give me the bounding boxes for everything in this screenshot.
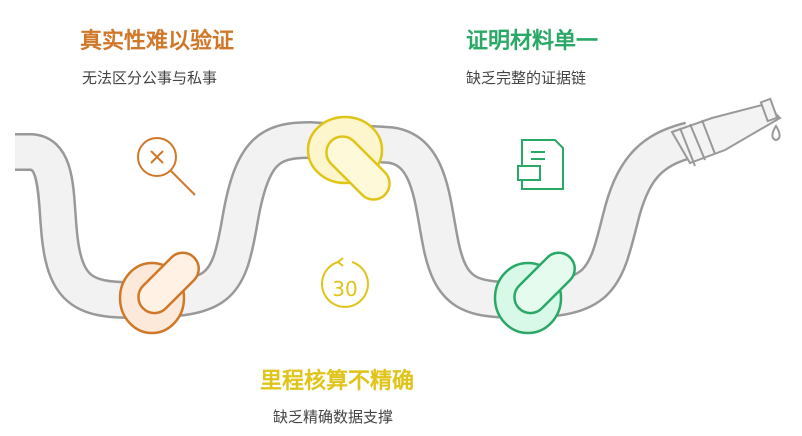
item-subtitle: 无法区分公事与私事 xyxy=(82,69,218,87)
knot-orange xyxy=(118,251,200,335)
timer-30-icon xyxy=(321,257,369,308)
knot-yellow xyxy=(306,115,391,201)
knot-green xyxy=(493,251,576,335)
document-icon xyxy=(517,139,564,190)
magnifier-x-icon xyxy=(137,137,196,196)
item-title: 里程核算不精确 xyxy=(260,369,415,394)
item-title: 真实性难以验证 xyxy=(80,29,235,54)
item-subtitle: 缺乏完整的证据链 xyxy=(466,69,587,87)
item-subtitle: 缺乏精确数据支撑 xyxy=(273,408,394,426)
nozzle xyxy=(670,97,782,167)
item-title: 证明材料单一 xyxy=(466,29,599,54)
timer-value: 30 xyxy=(332,277,357,301)
